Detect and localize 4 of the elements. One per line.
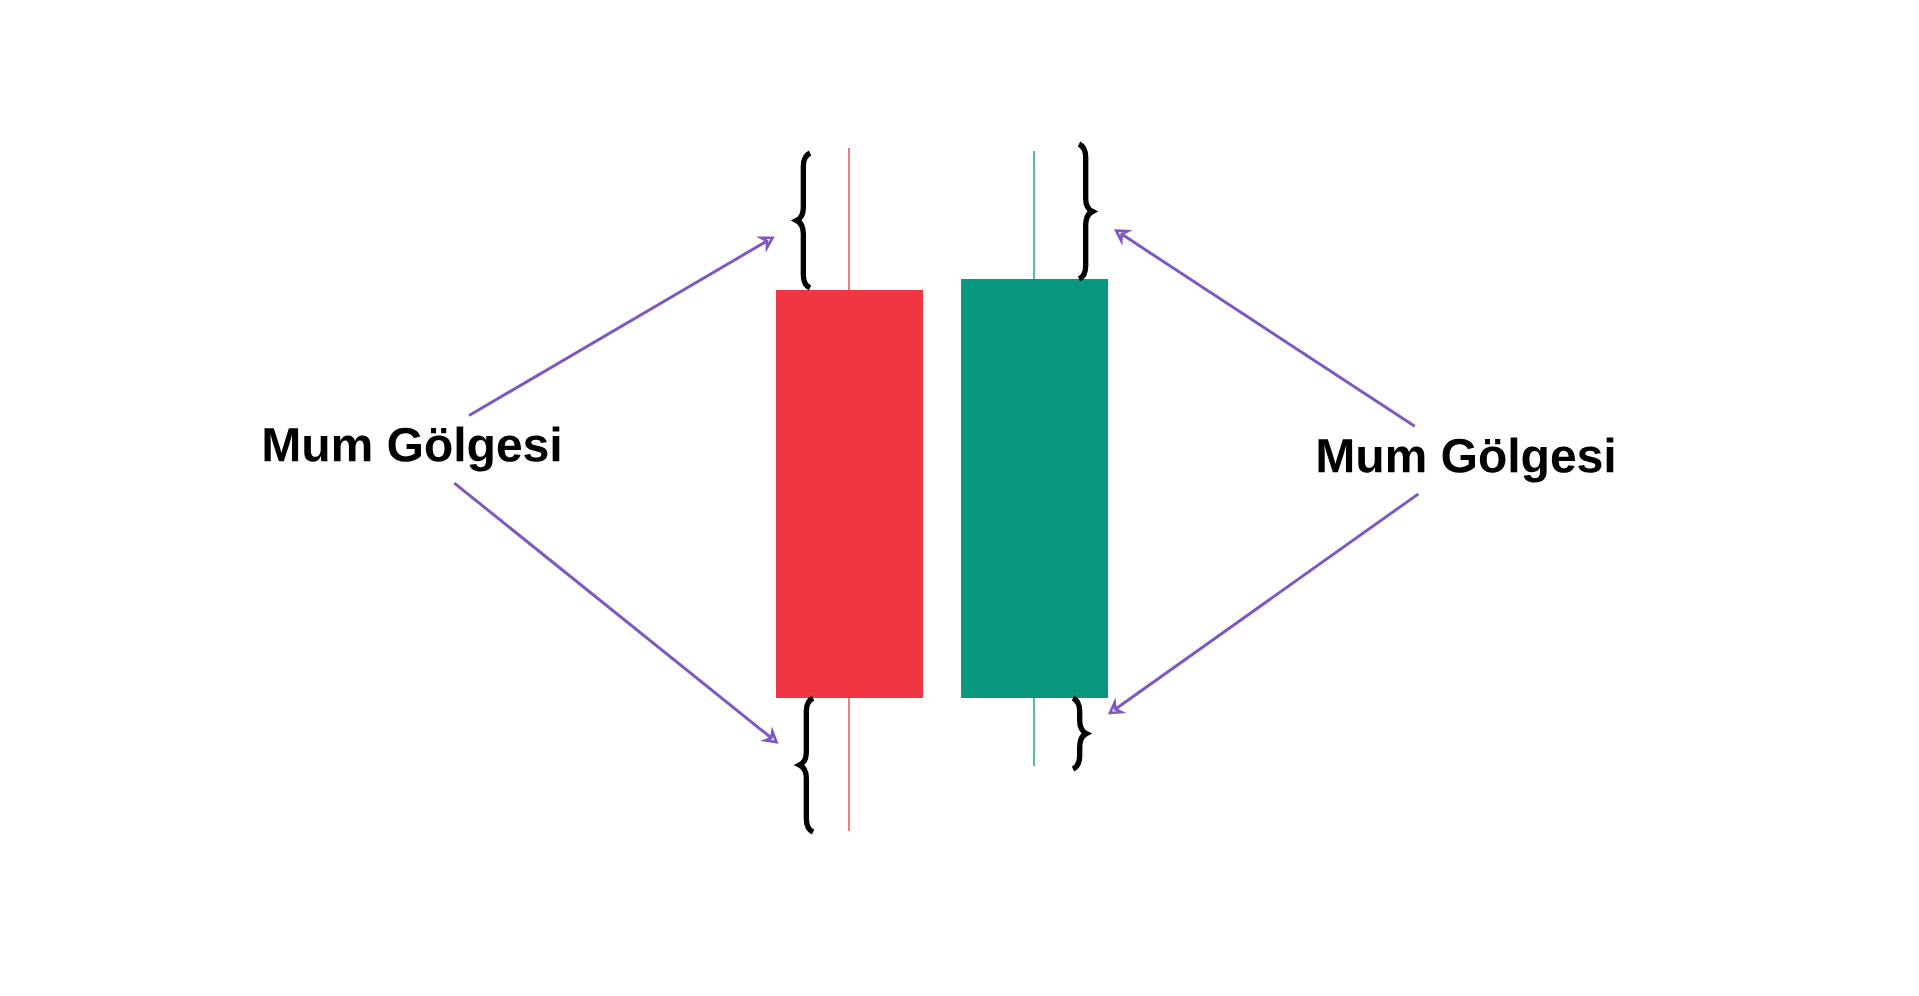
brace <box>797 695 815 835</box>
arrow <box>1114 229 1416 428</box>
label-text: Mum Gölgesi <box>1318 437 1614 483</box>
label-text: Mum Gölgesi <box>264 426 560 472</box>
